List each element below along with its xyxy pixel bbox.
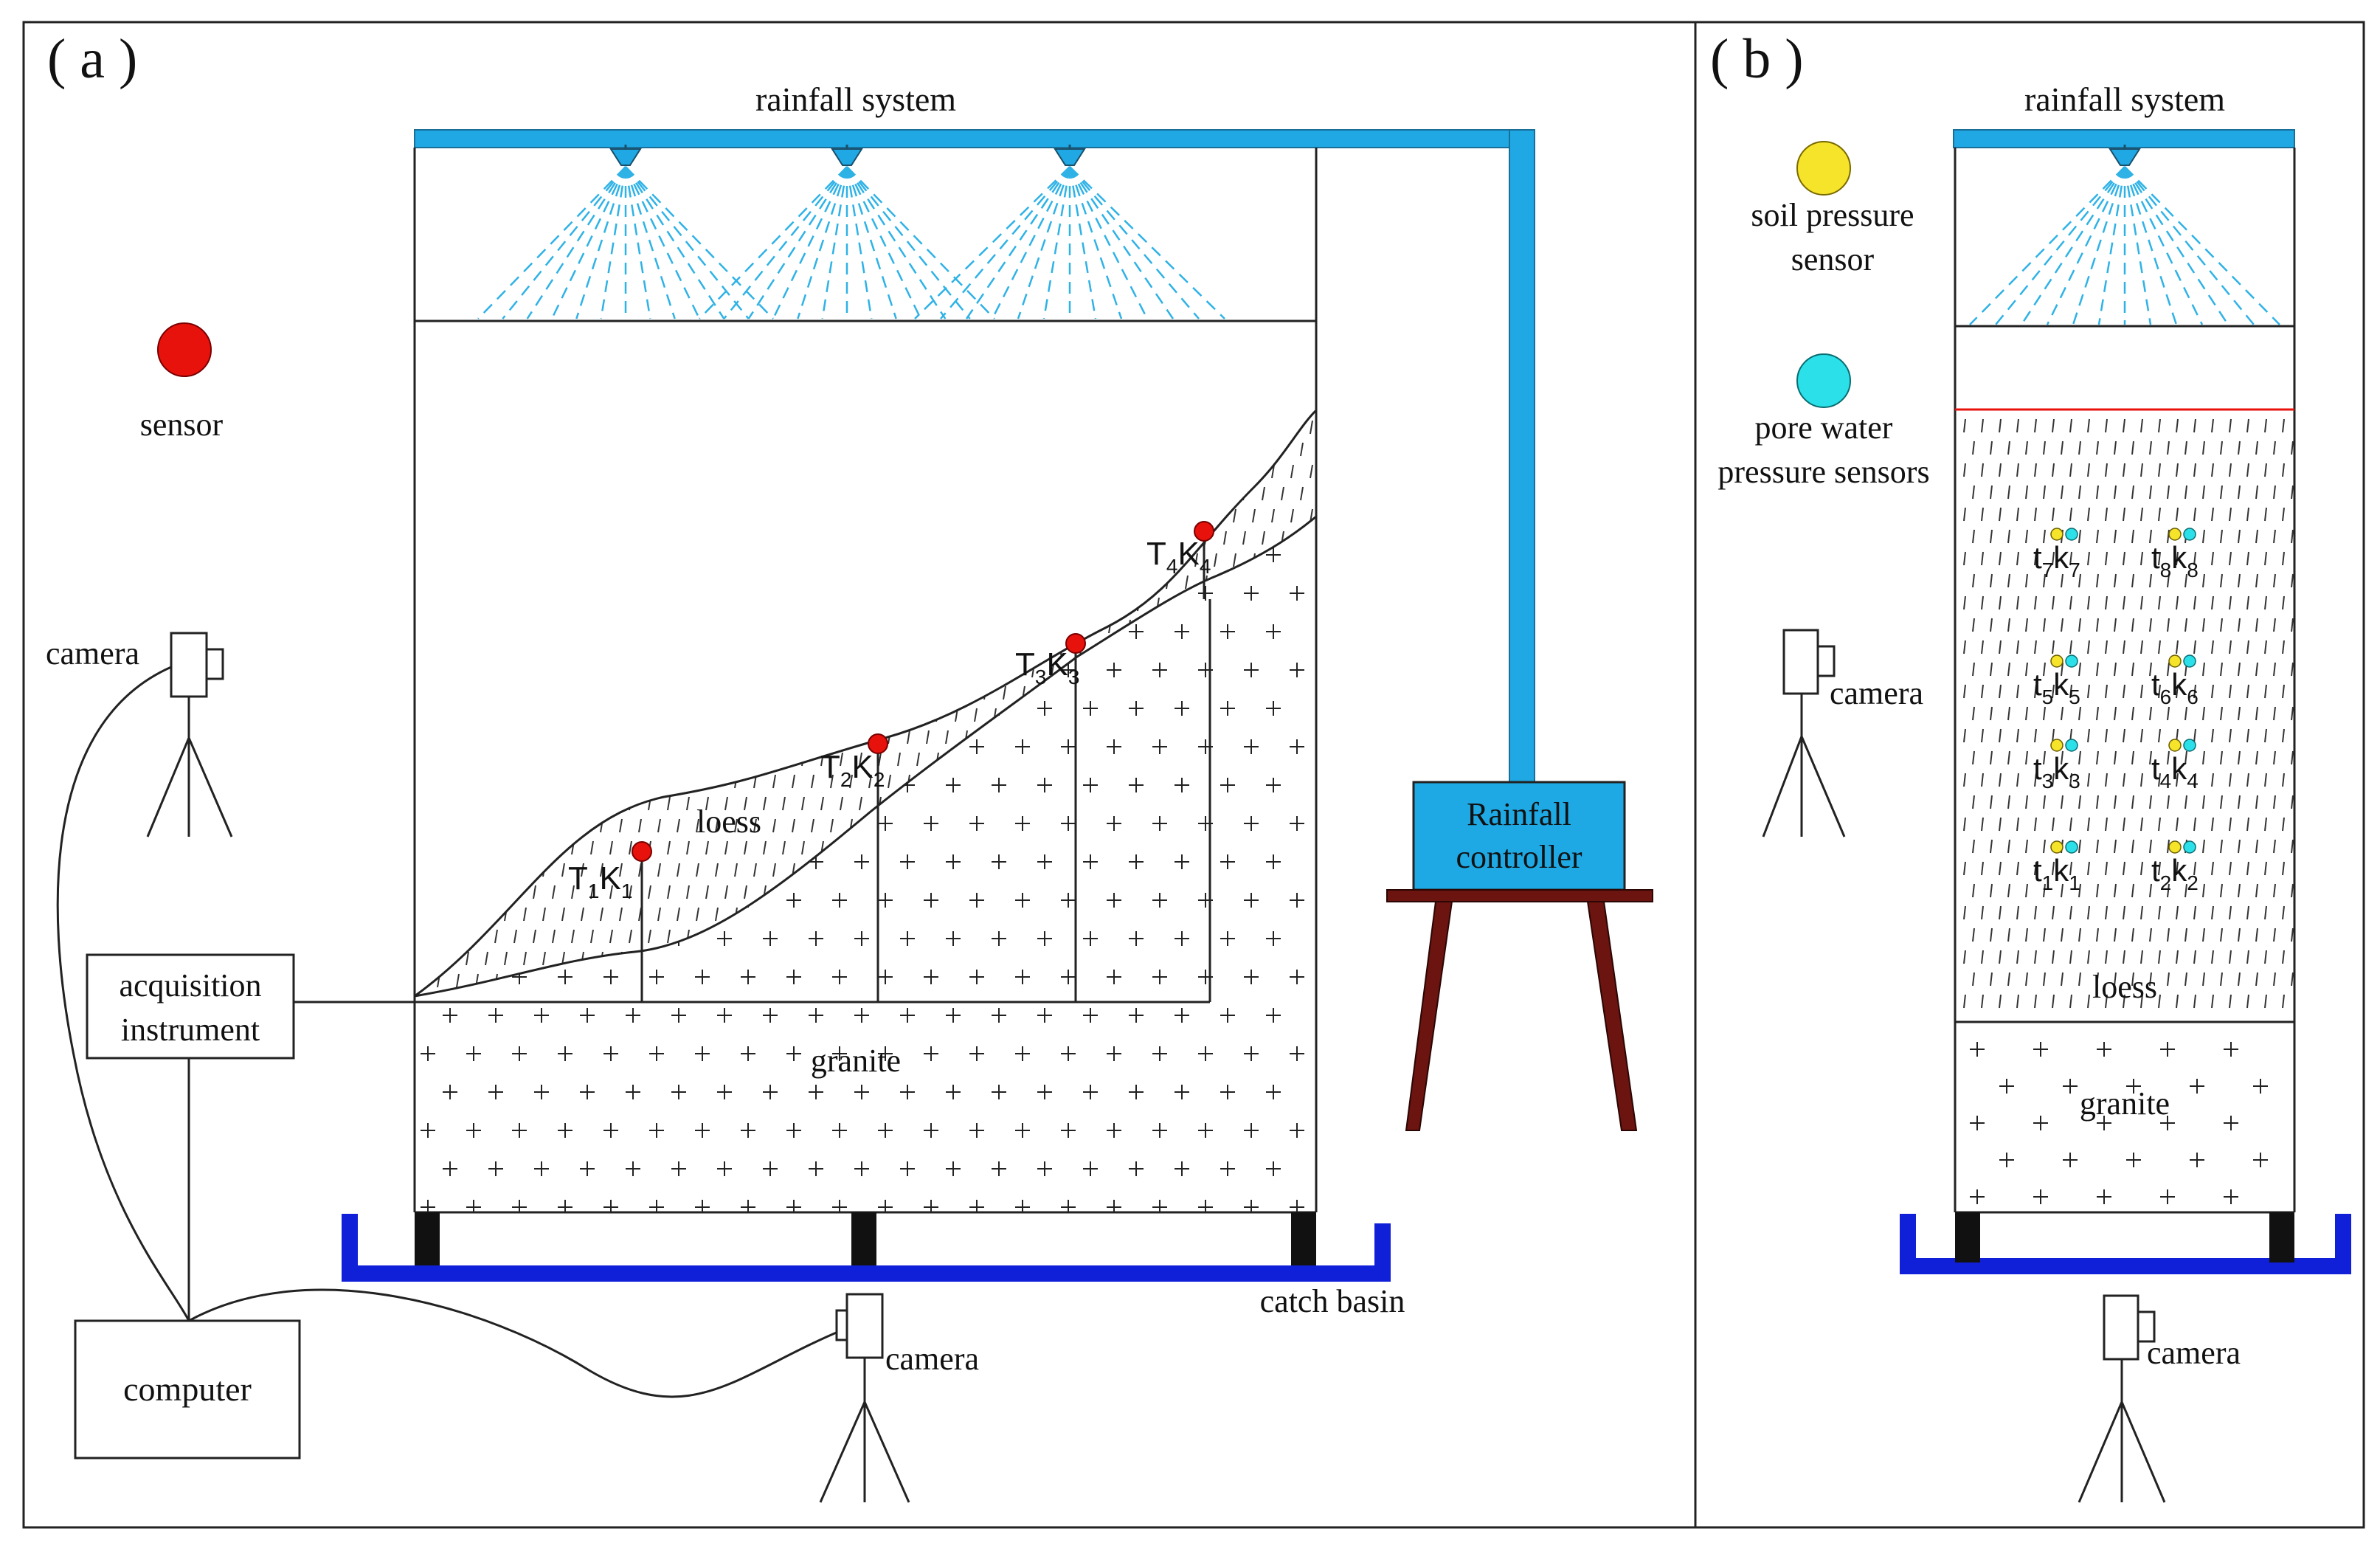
column-sensor-pair: t5k5 bbox=[2033, 654, 2080, 708]
cable-camera-left bbox=[56, 666, 190, 1322]
soil-pressure-legend-dot bbox=[1796, 141, 1851, 196]
acquisition-label-line2: instrument bbox=[121, 1012, 260, 1048]
computer-label: computer bbox=[123, 1370, 252, 1408]
column-sensor-pair: t1k1 bbox=[2033, 840, 2080, 894]
sensor-legend-label: sensor bbox=[140, 407, 224, 443]
controller-table bbox=[1386, 889, 1653, 1131]
column-sensor-label: t2k2 bbox=[2151, 853, 2199, 894]
camera-bottom-label-a: camera bbox=[885, 1341, 979, 1377]
column-sensor-pair: t8k8 bbox=[2151, 528, 2199, 581]
granite-label-b: granite bbox=[2080, 1085, 2170, 1122]
slope-surface-line bbox=[414, 409, 1318, 998]
camera-bottom-b bbox=[2078, 1294, 2166, 1503]
column-sensor-label: t3k3 bbox=[2033, 751, 2080, 792]
soil-pressure-sensor-dot bbox=[2168, 654, 2182, 668]
pore-water-sensor-dot bbox=[2065, 739, 2078, 752]
soil-pressure-sensor-dot bbox=[2050, 739, 2064, 752]
column-sensor-label: t5k5 bbox=[2033, 667, 2080, 708]
soil-pressure-sensor-dot bbox=[2168, 528, 2182, 541]
svg-text:T1K1: T1K1 bbox=[568, 860, 632, 902]
soil-pressure-sensor-dot bbox=[2050, 654, 2064, 668]
svg-text:T3K3: T3K3 bbox=[1015, 646, 1079, 688]
column-sensors: t7k7 t8k8 t5k5 t6k6 t3k3 t4k4 t1k1 t2k2 bbox=[2033, 528, 2199, 894]
soil-pressure-legend-line2: sensor bbox=[1791, 241, 1875, 277]
controller-label-line1: Rainfall bbox=[1467, 796, 1571, 832]
sensor-dot bbox=[1194, 521, 1214, 542]
column-sensor-label: t1k1 bbox=[2033, 853, 2080, 894]
pore-water-legend-dot bbox=[1796, 353, 1851, 408]
rainfall-controller: Rainfall controller bbox=[1412, 781, 1626, 891]
camera-left-b bbox=[1762, 629, 1846, 837]
catch-basin-b bbox=[1900, 1212, 2351, 1274]
column-sensor-pair: t7k7 bbox=[2033, 528, 2080, 581]
column-sensor-pair: t6k6 bbox=[2151, 654, 2199, 708]
pore-water-sensor-dot bbox=[2183, 654, 2196, 668]
column-sensor-label: t6k6 bbox=[2151, 667, 2199, 708]
panel-a-label: ( a ) bbox=[47, 28, 137, 90]
loess-layer-a bbox=[418, 410, 1313, 996]
pore-water-sensor-dot bbox=[2183, 739, 2196, 752]
computer-box bbox=[74, 1319, 301, 1460]
column-sensor-label: t8k8 bbox=[2151, 540, 2199, 581]
rainfall-system-label-a: rainfall system bbox=[755, 80, 956, 118]
acquisition-instrument-box bbox=[86, 953, 295, 1060]
camera-left-a bbox=[146, 632, 233, 837]
figure-frame bbox=[22, 21, 2365, 1529]
cable-camera-bottom bbox=[188, 1288, 848, 1398]
loess-label-b: loess bbox=[2092, 969, 2157, 1005]
column-sensor-label: t4k4 bbox=[2151, 751, 2199, 792]
spray-nozzle-b bbox=[1969, 145, 2280, 325]
pore-water-sensor-dot bbox=[2065, 654, 2078, 668]
sensor-dot bbox=[632, 841, 652, 862]
panel-b: ( b ) rainfall system loess granite t7k7… bbox=[1710, 28, 2351, 1503]
camera-left-label-b: camera bbox=[1830, 675, 1923, 711]
sensor-legend-dot bbox=[157, 322, 212, 377]
pore-water-legend-line2: pressure sensors bbox=[1717, 454, 1929, 490]
rainfall-system-label-b: rainfall system bbox=[2024, 80, 2225, 118]
loess-layer-b bbox=[1963, 418, 2294, 1009]
catch-basin-a bbox=[342, 1212, 1391, 1282]
controller-label-line2: controller bbox=[1456, 839, 1582, 875]
sensor-dot bbox=[1065, 633, 1086, 654]
loess-granite-interface bbox=[414, 515, 1317, 998]
rainfall-pipe-a bbox=[414, 129, 1535, 783]
catch-basin-label: catch basin bbox=[1260, 1283, 1405, 1319]
sensor-dot bbox=[868, 733, 888, 754]
camera-bottom-a bbox=[819, 1293, 910, 1503]
soil-pressure-sensor-dot bbox=[2168, 739, 2182, 752]
camera-bottom-label-b: camera bbox=[2147, 1335, 2241, 1371]
sensor-t4-k4: T4K4 bbox=[1146, 521, 1214, 599]
soil-pressure-sensor-dot bbox=[2050, 840, 2064, 854]
sensor-t2-k2: T2K2 bbox=[820, 733, 888, 1002]
pore-water-sensor-dot bbox=[2065, 528, 2078, 541]
soil-pressure-sensor-dot bbox=[2050, 528, 2064, 541]
spray-nozzles-a bbox=[477, 145, 1225, 319]
pore-water-sensor-dot bbox=[2065, 840, 2078, 854]
column-sensor-pair: t3k3 bbox=[2033, 739, 2080, 792]
sensor-t3-k3: T3K3 bbox=[1015, 633, 1086, 1002]
panel-a: ( a ) rainfall system loess granite bbox=[46, 28, 1653, 1503]
svg-text:T4K4: T4K4 bbox=[1146, 536, 1211, 578]
soil-column bbox=[1954, 148, 2296, 1214]
column-sensor-label: t7k7 bbox=[2033, 540, 2080, 581]
panel-b-label: ( b ) bbox=[1710, 28, 1804, 90]
camera-left-label-a: camera bbox=[46, 635, 139, 671]
soil-pressure-legend-line1: soil pressure bbox=[1751, 197, 1914, 233]
column-sensor-pair: t4k4 bbox=[2151, 739, 2199, 792]
soil-pressure-sensor-dot bbox=[2168, 840, 2182, 854]
pore-water-sensor-dot bbox=[2183, 528, 2196, 541]
pore-water-sensor-dot bbox=[2183, 840, 2196, 854]
granite-layer-b bbox=[1970, 1042, 2268, 1204]
loess-label-a: loess bbox=[696, 804, 761, 840]
sensor-t1-k1: T1K1 bbox=[568, 841, 652, 1002]
acquisition-label-line1: acquisition bbox=[119, 967, 261, 1004]
column-sensor-pair: t2k2 bbox=[2151, 840, 2199, 894]
pore-water-legend-line1: pore water bbox=[1755, 410, 1893, 446]
svg-text:T2K2: T2K2 bbox=[820, 749, 885, 791]
granite-label-a: granite bbox=[811, 1043, 901, 1079]
